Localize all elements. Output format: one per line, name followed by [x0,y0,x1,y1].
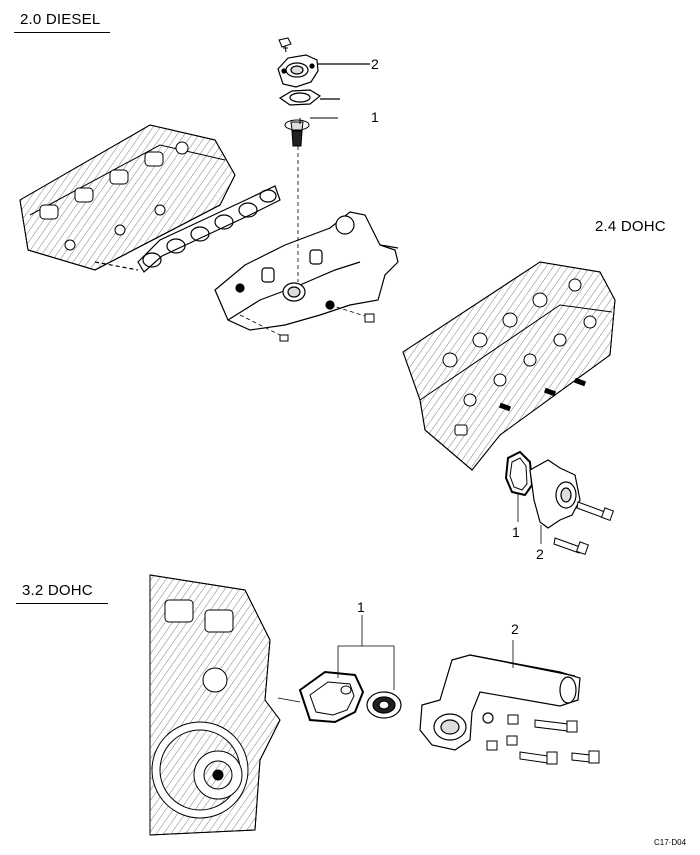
diesel-manifold-gasket [94,185,281,273]
callout-dohc32-thermostat-gasket: 1 [357,599,365,615]
diesel-thermostat [284,117,338,147]
figure-code: C17·D04 [654,838,687,847]
diesel-housing-gasket [278,89,340,106]
diesel-manifold-bolt [279,313,375,342]
dohc32-thermostat [366,691,402,719]
callout-dohc24-housing: 2 [536,546,544,562]
dohc24-housing-bolts [553,501,615,556]
diesel-thermostat-housing [277,54,370,88]
dohc32-housing-gasket [277,670,365,724]
callout-diesel-thermostat: 1 [371,109,379,125]
callout-dohc24-gasket: 1 [512,524,520,540]
dohc32-callout-bracket [337,615,395,690]
callout-dohc32-housing: 2 [511,621,519,637]
diesel-cylinder-head [19,124,236,271]
section-title-2-4-dohc: 2.4 DOHC [595,218,666,235]
dohc32-thermostat-housing [419,640,581,751]
callout-diesel-housing: 2 [371,56,379,72]
diesel-bolt [278,37,292,53]
diesel-guide-lines [239,146,366,337]
dohc24-thermostat-housing [529,459,581,544]
dohc32-engine-block [149,574,281,836]
dohc32-housing-bolts [486,714,600,765]
dohc24-cylinder-head [402,261,616,471]
section-title-3-2-dohc: 3.2 DOHC [22,582,93,599]
diesel-intake-manifold [214,211,399,331]
section-title-underline [14,32,110,33]
section-title-2-0-diesel: 2.0 DIESEL [20,11,101,28]
dohc24-housing-gasket [504,450,534,522]
section-title-underline [16,603,108,604]
